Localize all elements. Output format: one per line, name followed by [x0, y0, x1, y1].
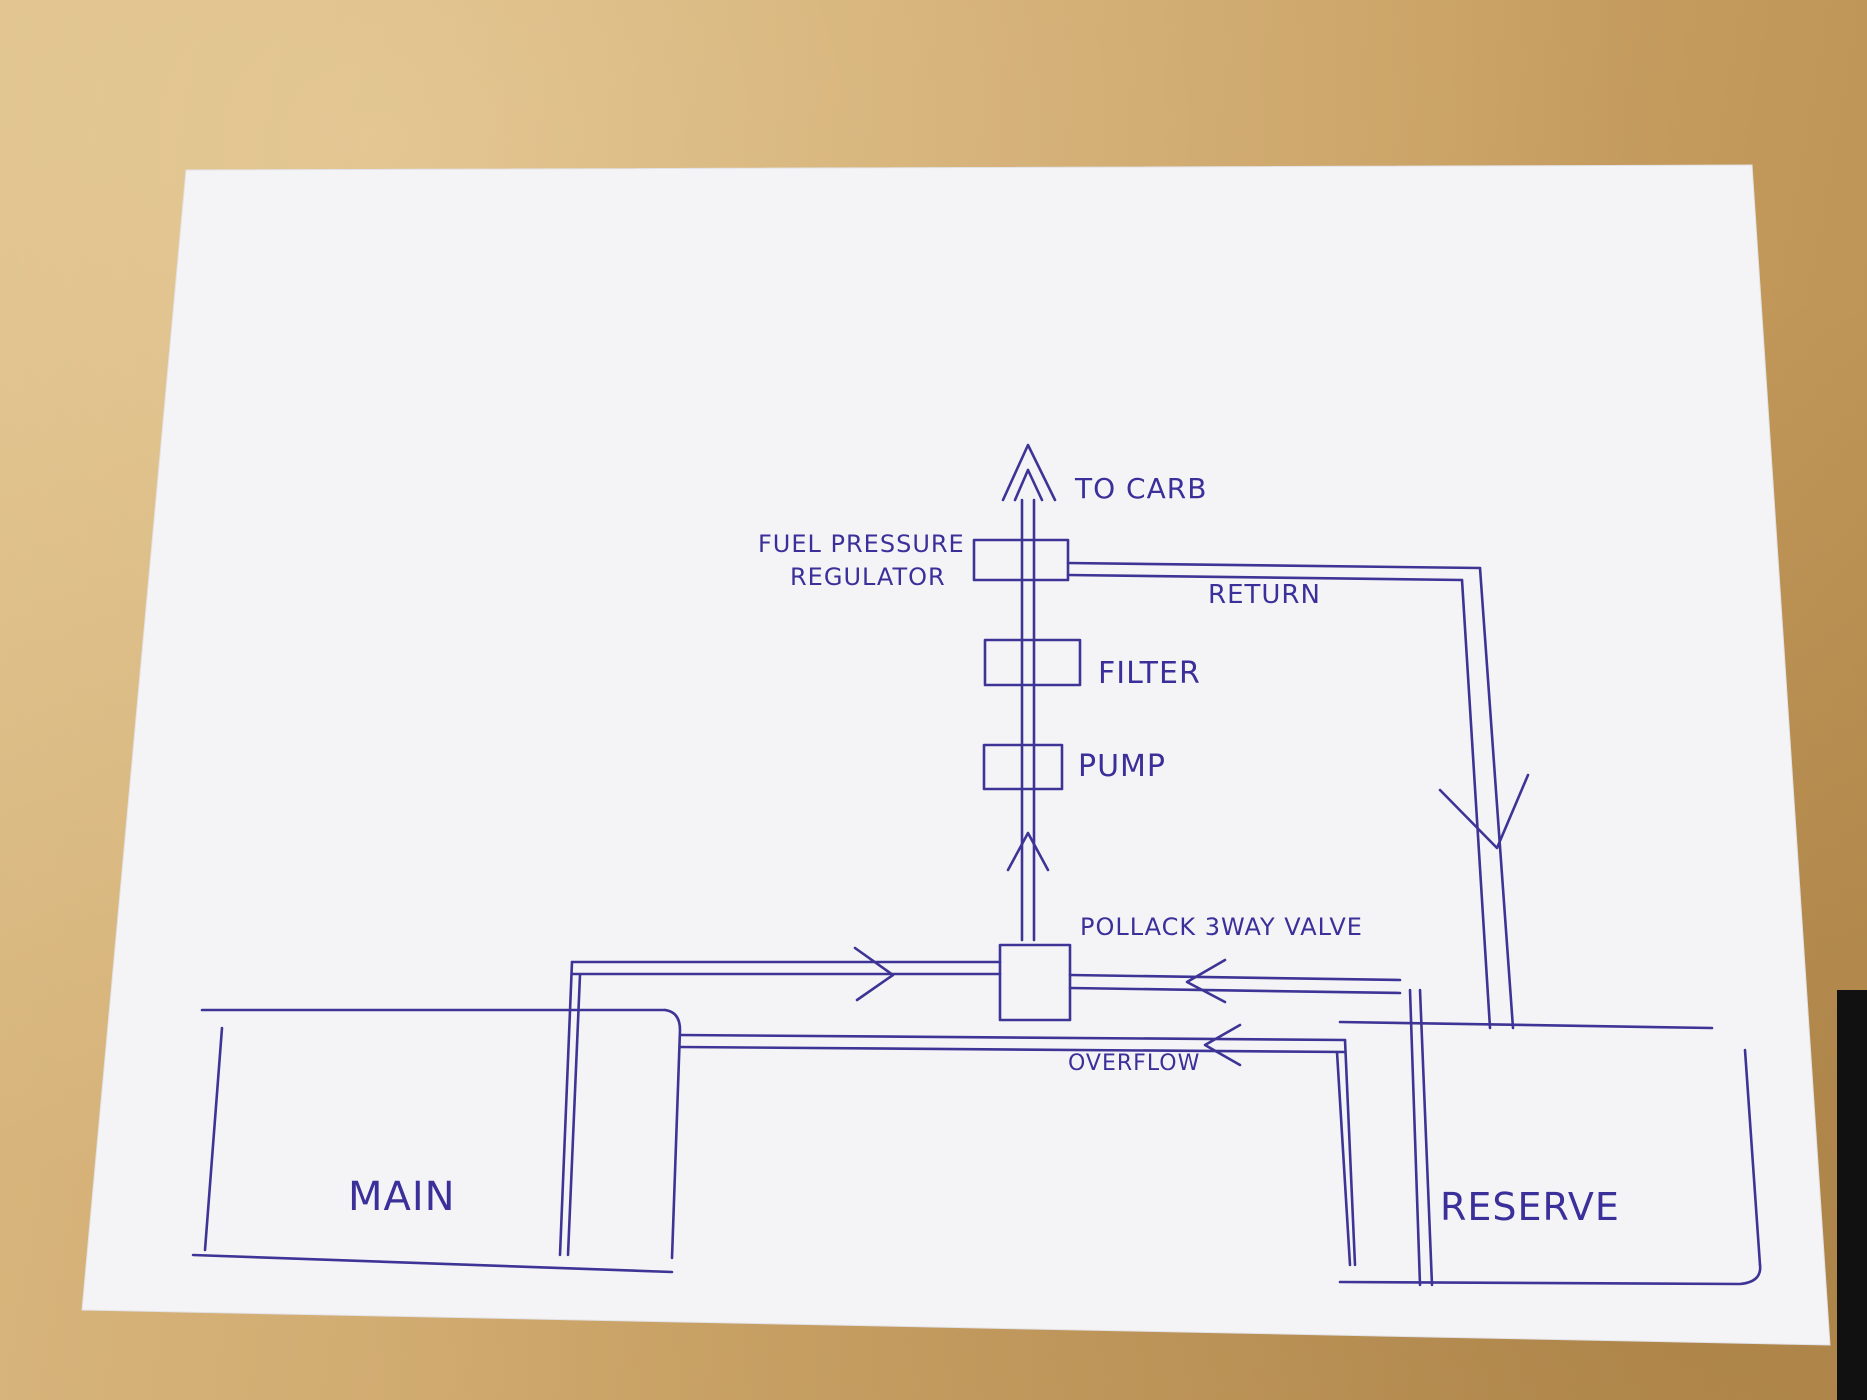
regulator-label-line1: FUEL PRESSURE — [758, 530, 965, 558]
valve-label: POLLACK 3WAY VALVE — [1080, 913, 1363, 941]
flow-left-arrow-icon — [1185, 958, 1227, 1004]
regulator-box — [972, 538, 1070, 582]
to-carb-arrow-icon — [1001, 443, 1057, 502]
filter-label: FILTER — [1098, 656, 1201, 691]
regulator-label-line2: REGULATOR — [790, 563, 946, 591]
main-tank-label: MAIN — [348, 1174, 456, 1220]
overflow-left-arrow-icon — [1203, 1023, 1242, 1067]
to-carb-label: TO CARB — [1074, 472, 1207, 505]
pump-label: PUMP — [1078, 749, 1166, 784]
return-down-arrow-icon — [1438, 773, 1530, 850]
pump-box — [982, 743, 1064, 791]
overflow-label: OVERFLOW — [1068, 1051, 1200, 1076]
paper-sheet — [81, 164, 1831, 1346]
pipe-lines — [191, 443, 1762, 1287]
filter-box — [983, 638, 1082, 687]
reserve-tank-label: RESERVE — [1440, 1185, 1620, 1229]
desk-edge-shadow — [1837, 990, 1867, 1400]
valve-box — [998, 943, 1072, 1022]
flow-right-arrow-icon — [853, 946, 895, 1002]
return-label: RETURN — [1208, 580, 1321, 610]
flow-up-arrow-icon — [1006, 831, 1050, 872]
